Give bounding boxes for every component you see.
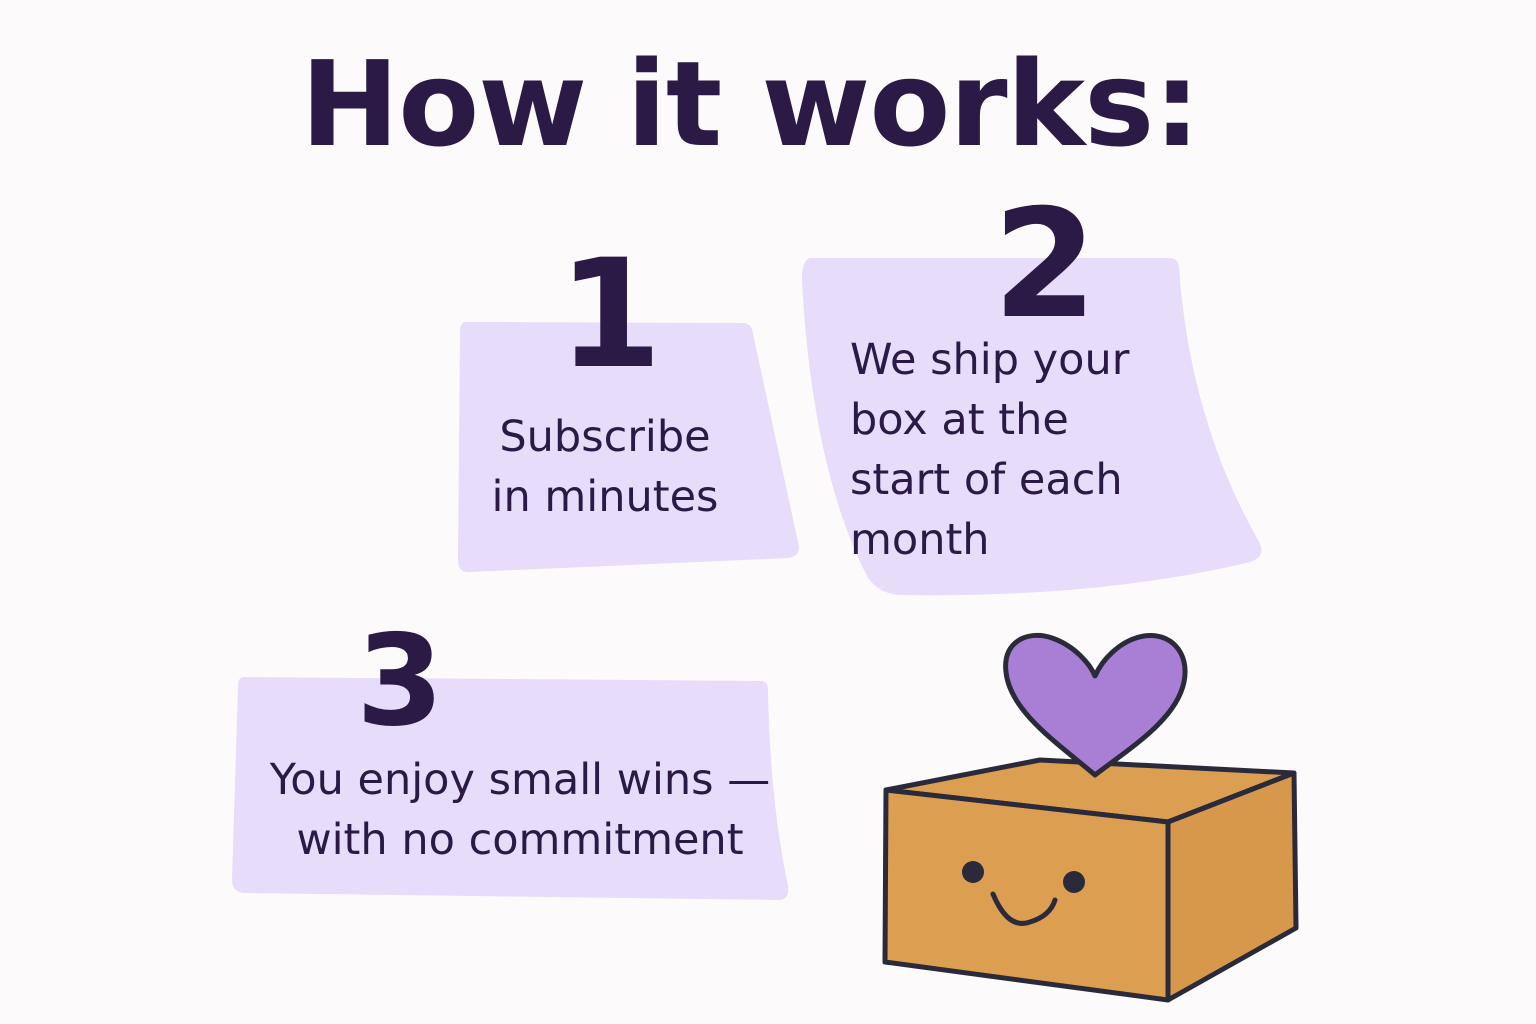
heart-icon [1003, 632, 1188, 778]
right-eye [1063, 871, 1085, 893]
step-1-text: Subscribe in minutes [491, 412, 719, 522]
smile [990, 891, 1058, 926]
step-2-text: We ship your box at the start of each mo… [850, 335, 1130, 565]
left-eye [962, 861, 984, 883]
step-3-number: 3 [356, 607, 444, 754]
box-front [882, 787, 1171, 1003]
box-icon [882, 757, 1299, 1003]
step-2-note [802, 258, 1262, 596]
step-1-number: 1 [557, 228, 663, 402]
step-1-note [458, 322, 799, 573]
step-3-text: You enjoy small wins — with no commitmen… [269, 755, 771, 865]
step-2-number: 2 [992, 178, 1098, 352]
smiley-face-icon [962, 861, 1085, 926]
page-title: How it works: [300, 35, 1200, 173]
step-3-note [232, 677, 789, 900]
box-side [1165, 770, 1299, 1003]
